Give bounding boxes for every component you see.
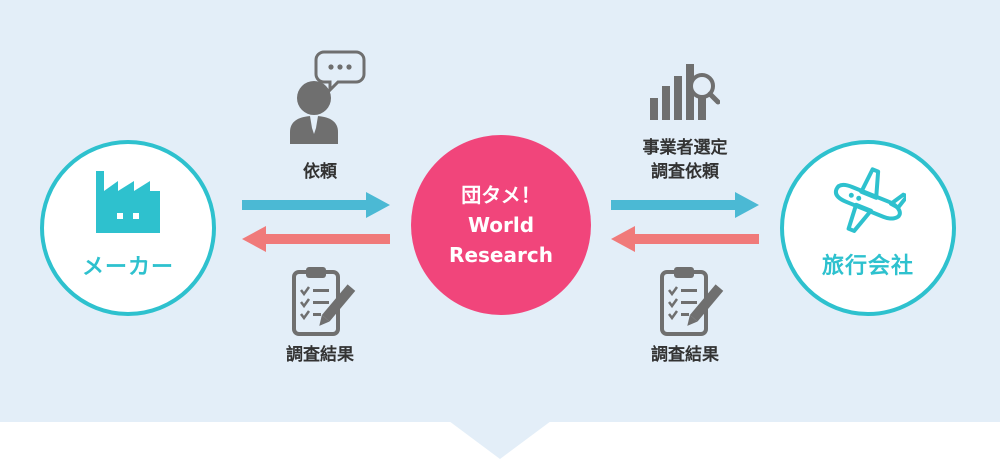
bar-chart-search-icon bbox=[650, 64, 720, 120]
result-caption-left: 調査結果 bbox=[286, 345, 354, 365]
person-speech-icon bbox=[290, 50, 366, 144]
center-line-3: Research bbox=[449, 243, 553, 267]
maker-label: メーカー bbox=[81, 255, 174, 280]
maker-node: メーカー bbox=[40, 140, 216, 316]
request-caption: 依頼 bbox=[303, 162, 337, 182]
center-line-2: World bbox=[467, 213, 535, 237]
world-research-node: 団タメ！ World Research bbox=[411, 135, 591, 315]
travel-agency-label: 旅行会社 bbox=[821, 254, 914, 279]
clipboard-icon bbox=[292, 267, 356, 336]
travel-agency-node: 旅行会社 bbox=[780, 140, 956, 316]
selection-caption-line2: 調査依頼 bbox=[651, 162, 719, 182]
airplane-icon bbox=[830, 166, 906, 238]
center-line-1: 団タメ！ bbox=[461, 183, 541, 207]
arrow-maker-to-center bbox=[242, 192, 390, 218]
arrow-center-to-maker bbox=[242, 226, 390, 252]
down-pointer bbox=[449, 421, 551, 459]
clipboard-icon-right bbox=[660, 267, 724, 336]
result-caption-right: 調査結果 bbox=[651, 345, 719, 365]
arrow-center-to-travel bbox=[611, 192, 759, 218]
arrow-travel-to-center bbox=[611, 226, 759, 252]
selection-caption-line1: 事業者選定 bbox=[642, 138, 728, 158]
factory-icon bbox=[92, 169, 164, 235]
